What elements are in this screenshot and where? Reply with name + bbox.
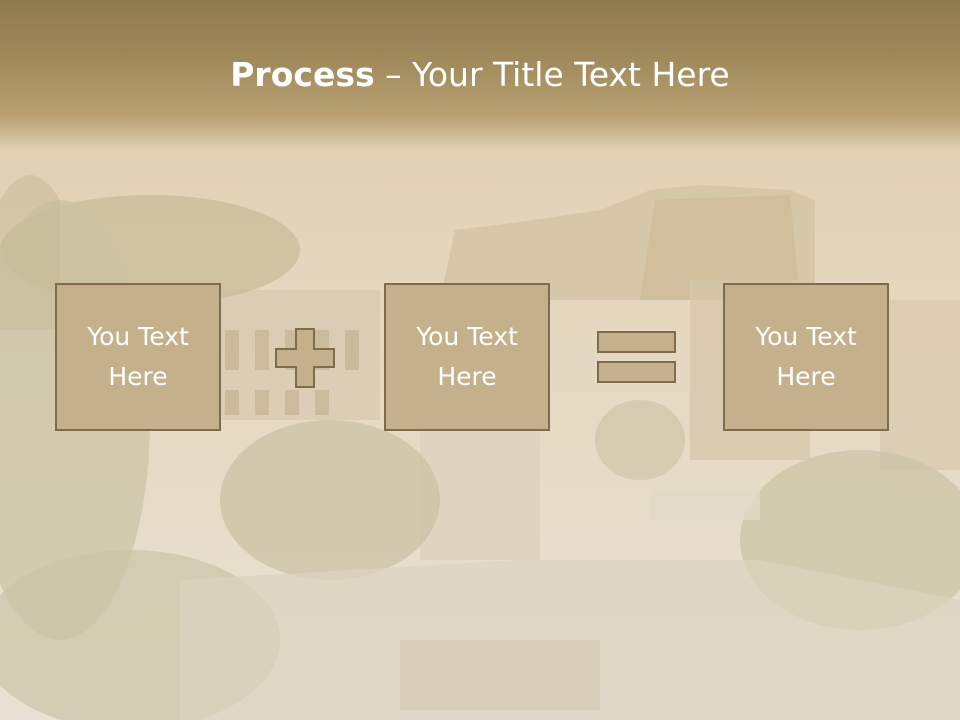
- title-band: [0, 0, 960, 150]
- title-rest: Your Title Text Here: [412, 55, 730, 94]
- equals-icon: [597, 331, 676, 383]
- text-box-1-content: You Text Here: [63, 317, 213, 397]
- text-box-2-line-2: Here: [437, 362, 497, 391]
- text-box-1[interactable]: You Text Here: [55, 283, 221, 431]
- text-box-2[interactable]: You Text Here: [384, 283, 550, 431]
- text-box-3-content: You Text Here: [731, 317, 881, 397]
- title-separator: –: [374, 55, 413, 94]
- text-box-3-line-2: Here: [776, 362, 836, 391]
- text-box-2-content: You Text Here: [392, 317, 542, 397]
- title-bold: Process: [230, 55, 375, 94]
- slide-title: Process – Your Title Text Here: [0, 52, 960, 98]
- plus-icon: [275, 328, 335, 388]
- text-box-3[interactable]: You Text Here: [723, 283, 889, 431]
- text-box-2-line-1: You Text: [416, 322, 518, 351]
- text-box-3-line-1: You Text: [755, 322, 857, 351]
- text-box-1-line-1: You Text: [87, 322, 189, 351]
- text-box-1-line-2: Here: [108, 362, 168, 391]
